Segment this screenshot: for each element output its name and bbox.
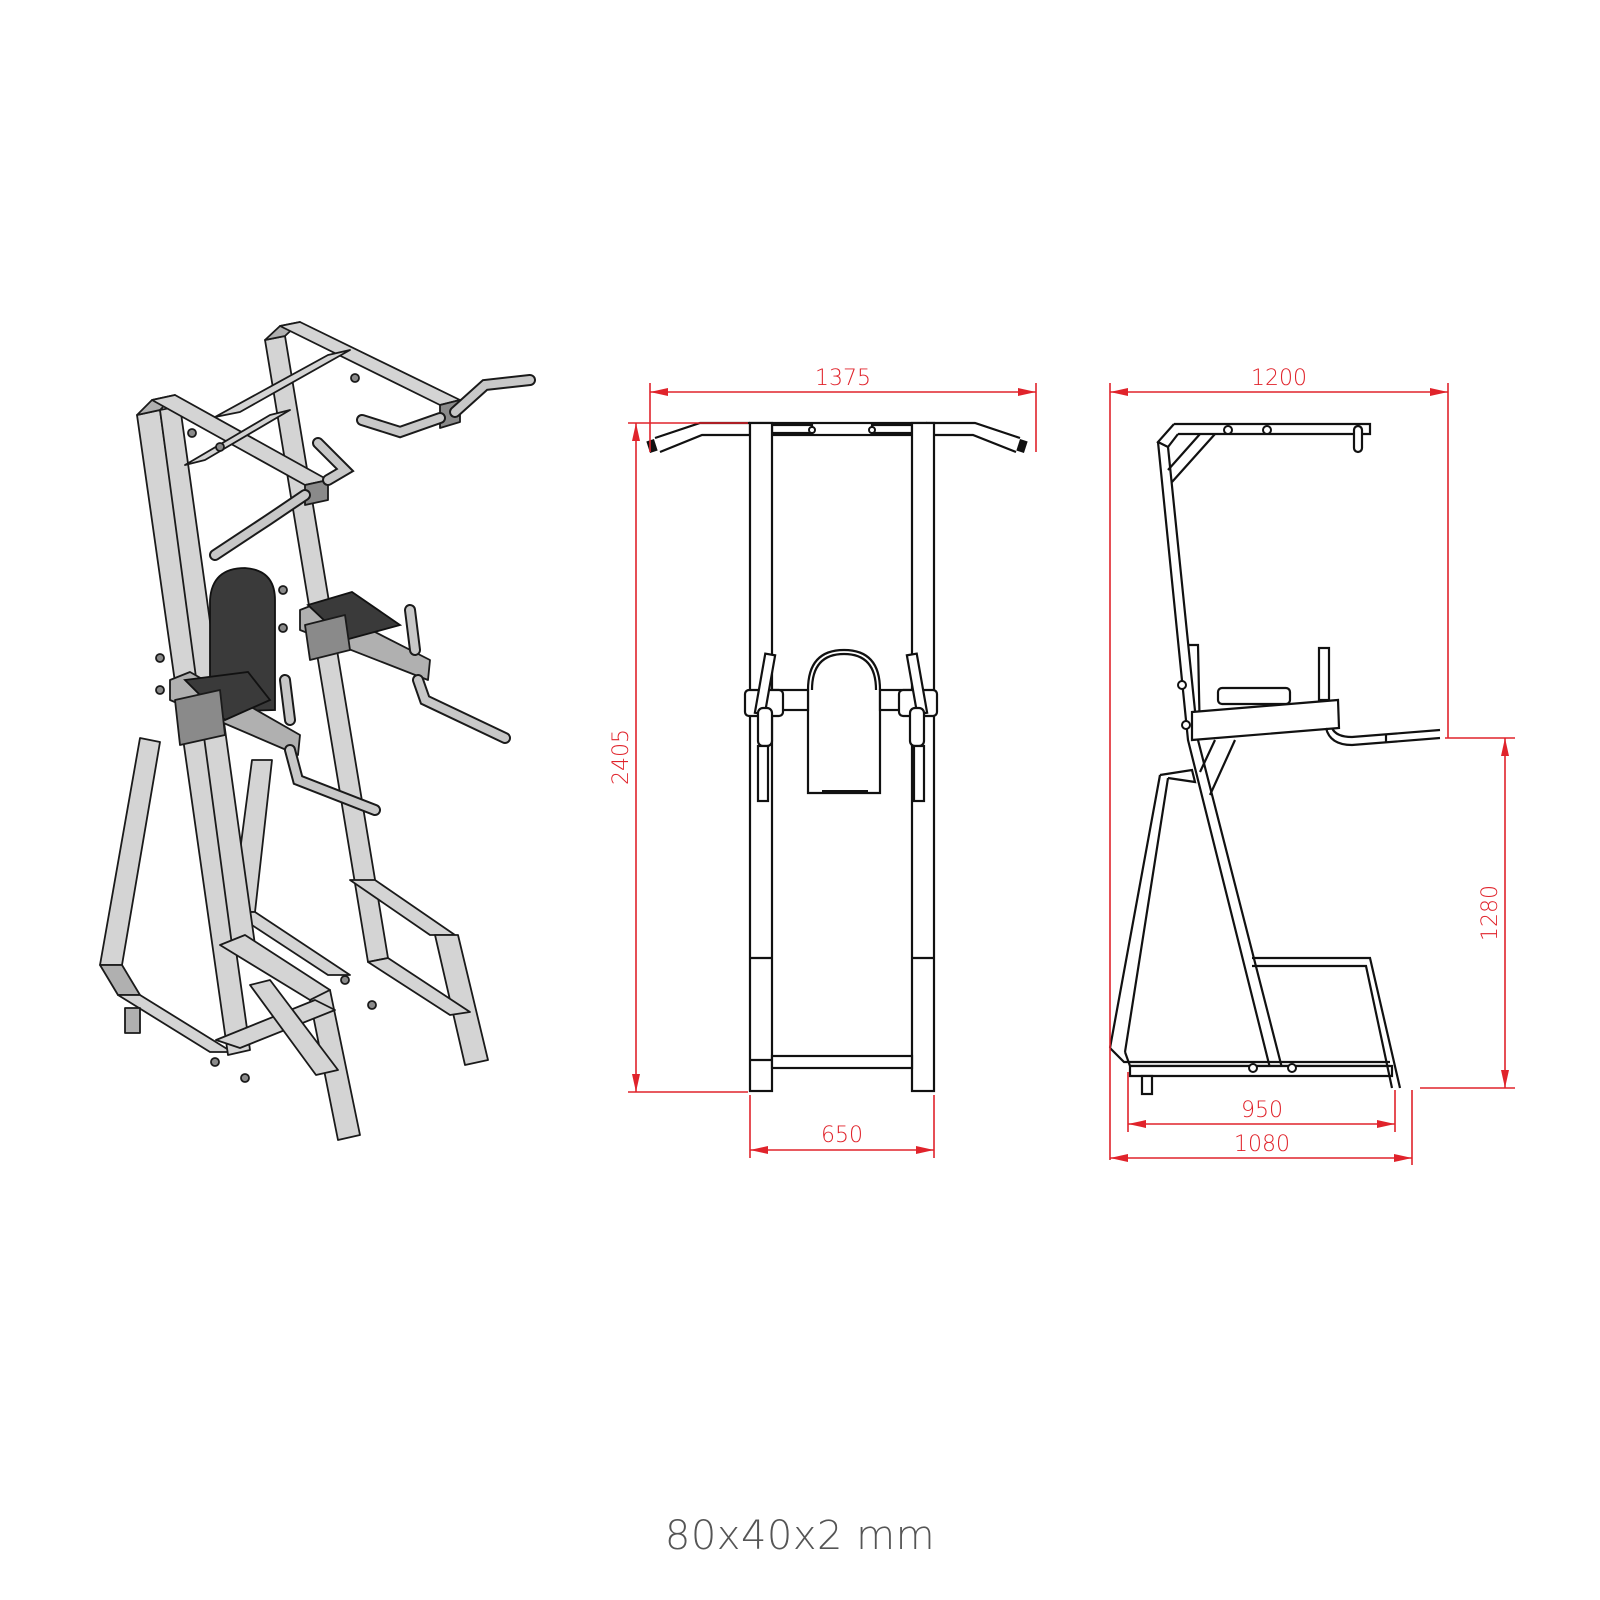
- dimension-base-outer: 1080: [1110, 1090, 1413, 1165]
- dim-label-950: 950: [1241, 1098, 1283, 1123]
- front-view: [646, 421, 1028, 1093]
- tube-spec-caption: 80x40x2 mm: [664, 1513, 936, 1559]
- dimension-dip-height: 1280: [1420, 737, 1515, 1089]
- dim-label-1280: 1280: [1478, 885, 1503, 941]
- dimension-base-inner: 950: [1127, 1072, 1396, 1132]
- dimension-side-depth: 1200: [1109, 366, 1449, 1160]
- dim-label-1200: 1200: [1251, 366, 1307, 391]
- dim-label-650: 650: [821, 1123, 863, 1148]
- dimension-front-width: 1375: [649, 366, 1037, 452]
- dimension-inner-width: 650: [749, 1095, 935, 1158]
- side-view: [1108, 422, 1441, 1096]
- isometric-view: [99, 321, 536, 1141]
- dimension-total-height: 2405: [609, 422, 748, 1093]
- dim-label-2405: 2405: [609, 729, 634, 785]
- dim-label-1080: 1080: [1234, 1132, 1290, 1157]
- dim-label-1375: 1375: [815, 366, 871, 391]
